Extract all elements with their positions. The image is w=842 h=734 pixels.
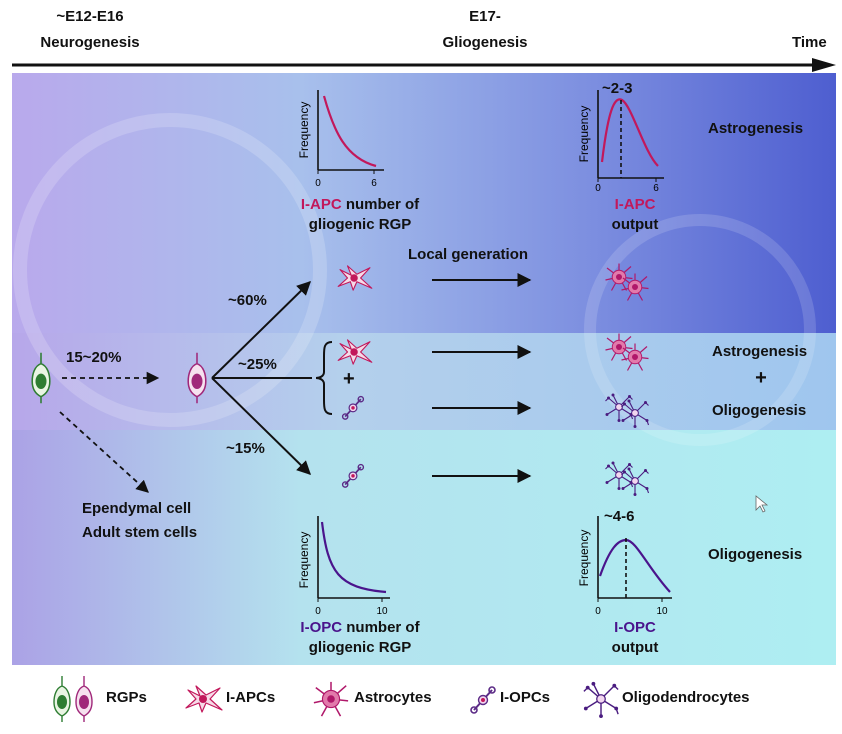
- caption-accent: I-OPC: [300, 619, 343, 636]
- caption-accent: I-OPC: [614, 619, 656, 636]
- iapc-cell-top: [337, 265, 373, 291]
- caption-accent: I-APC: [614, 196, 656, 213]
- timeline-phase1-range: ~E12-E16: [56, 8, 124, 25]
- caption-line2: output: [611, 216, 659, 233]
- timeline-axis-label: Time: [792, 34, 827, 51]
- legend-astrocyte-icon: [313, 681, 349, 717]
- graph-ylabel: Frequency: [297, 102, 311, 159]
- graph-ylabel: Frequency: [577, 530, 591, 587]
- rgp-green-cell: [31, 351, 51, 405]
- local-generation-label: Local generation: [408, 246, 529, 263]
- legend-iapc-icon: [185, 685, 223, 713]
- graph-opc-output: Frequency 0 10: [577, 516, 672, 617]
- astrogenesis-label-mid: Astrogenesis: [712, 343, 808, 360]
- graph-apc-number-caption: I-APC number of gliogenic RGP: [270, 195, 450, 235]
- branch-arrow-bottom: [211, 377, 312, 475]
- ependymal-cell-label: Ependymal cell: [82, 500, 192, 517]
- graph-tick: 10: [376, 606, 388, 617]
- legend-rgp-green-icon: [53, 675, 71, 723]
- dashed-arrow-to-ependymal: [59, 411, 149, 493]
- caption-rest: number of: [342, 619, 420, 636]
- graph-opc-number-caption: I-OPC number of gliogenic RGP: [270, 618, 450, 658]
- graph-ylabel: Frequency: [297, 532, 311, 589]
- rgp-magenta-cell: [187, 351, 207, 405]
- branch-arrow-top: [211, 281, 312, 379]
- bracket: [315, 341, 333, 415]
- oligodendrocyte-cluster-bottom: [604, 460, 650, 496]
- oligogenesis-label-bottom: Oligogenesis: [708, 546, 803, 563]
- astrocyte-cluster-top: [604, 262, 650, 302]
- graph-apc-number: Frequency 0 6: [297, 90, 384, 189]
- legend-iopcs-label: I-OPCs: [500, 689, 551, 706]
- graph-tick: 0: [595, 606, 601, 617]
- astrogenesis-label-top: Astrogenesis: [708, 120, 804, 137]
- legend-rgps-label: RGPs: [106, 689, 147, 706]
- iopc-cell-mid: [341, 395, 365, 420]
- plus-sign-right: +: [755, 367, 767, 389]
- watermark-ring: [584, 214, 816, 446]
- oligodendrocyte-cluster-mid: [604, 392, 650, 428]
- percent-branch-top: ~60%: [228, 292, 267, 309]
- timeline-phase2-name: Gliogenesis: [442, 34, 528, 51]
- graph-ylabel: Frequency: [577, 106, 591, 163]
- caption-line2: output: [611, 639, 659, 656]
- caption-line2: gliogenic RGP: [308, 639, 412, 656]
- percent-branch-mid: ~25%: [238, 356, 277, 373]
- legend-rgp-magenta-icon: [75, 675, 93, 723]
- graph-opc-output-caption: I-OPC output: [585, 618, 685, 658]
- graph-tick: 10: [656, 606, 668, 617]
- iopc-cell-bottom: [341, 463, 365, 488]
- iapc-cell-mid: [337, 339, 373, 365]
- cursor-icon: [755, 495, 769, 513]
- caption-line2: gliogenic RGP: [308, 216, 412, 233]
- astrocyte-cluster-mid: [604, 332, 650, 372]
- graph-apc-output-caption: I-APC output: [585, 195, 685, 235]
- graph-tick: 0: [315, 178, 321, 189]
- graph-opc-output-peak: ~4-6: [604, 508, 635, 525]
- legend-iopc-icon: [470, 686, 496, 714]
- graph-opc-number: Frequency 0 10: [297, 516, 390, 617]
- percent-rgp-split: 15~20%: [66, 349, 122, 366]
- percent-branch-bottom: ~15%: [226, 440, 265, 457]
- adult-stem-cells-label: Adult stem cells: [82, 524, 198, 541]
- timeline-phase1-name: Neurogenesis: [40, 34, 140, 51]
- caption-accent: I-APC: [300, 196, 342, 213]
- legend-astrocytes-label: Astrocytes: [354, 689, 432, 706]
- caption-rest: number of: [341, 196, 420, 213]
- timeline-arrow: [12, 58, 836, 72]
- graph-tick: 6: [653, 183, 659, 192]
- graph-tick: 0: [595, 183, 601, 192]
- graph-apc-output-peak: ~2-3: [602, 80, 633, 97]
- plus-sign: +: [343, 368, 355, 390]
- oligogenesis-label-mid: Oligogenesis: [712, 402, 807, 419]
- graph-tick: 6: [371, 178, 377, 189]
- legend-iapcs-label: I-APCs: [226, 689, 276, 706]
- legend-oligodendrocyte-icon: [583, 681, 619, 718]
- graph-apc-output: Frequency 0 6: [577, 90, 664, 192]
- legend-oligodendrocytes-label: Oligodendrocytes: [622, 689, 750, 706]
- graph-tick: 0: [315, 606, 321, 617]
- timeline-phase2-range: E17-: [469, 8, 501, 25]
- watermark-ring: [13, 113, 327, 427]
